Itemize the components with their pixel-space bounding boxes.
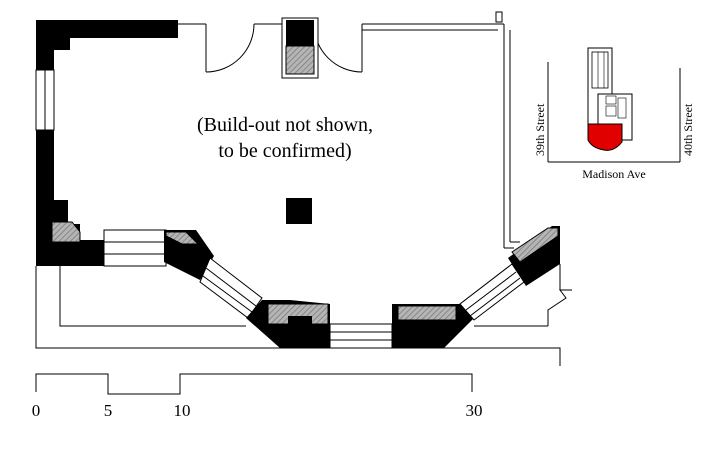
south-pier-bottom-left [246, 300, 330, 348]
key-map-highlight [587, 123, 623, 151]
south-window-diag-left [199, 257, 263, 319]
scale-label-5: 5 [104, 401, 113, 420]
south-pier-left [164, 230, 214, 280]
west-wall [35, 20, 178, 266]
plan-note-line2: to be confirmed) [218, 140, 351, 162]
sidewalk-outline [35, 264, 572, 366]
scale-label-10: 10 [174, 401, 191, 420]
key-map-building [587, 47, 633, 151]
south-window-left [103, 229, 167, 267]
scale-label-0: 0 [32, 401, 41, 420]
avenue-label: Madison Ave [582, 167, 645, 181]
door-west [178, 23, 255, 73]
column-north [281, 17, 319, 79]
east-wall [503, 24, 520, 249]
floor-plan: (Build-out not shown, to be confirmed) [35, 11, 572, 366]
scale-bar: 0 5 10 30 [32, 373, 483, 420]
south-window-diag-right [459, 263, 525, 321]
south-pier-bottom-right [392, 304, 474, 348]
south-pier-right [508, 226, 560, 286]
north-wall [254, 11, 504, 31]
south-window-center [329, 323, 393, 349]
plan-note-line1: (Build-out not shown, [197, 114, 373, 136]
street-west-label: 39th Street [533, 103, 547, 156]
street-east-label: 40th Street [681, 103, 695, 156]
key-map: 39th Street 40th Street Madison Ave [533, 47, 695, 181]
door-east [313, 23, 363, 73]
column-center [286, 198, 312, 224]
scale-label-30: 30 [466, 401, 483, 420]
